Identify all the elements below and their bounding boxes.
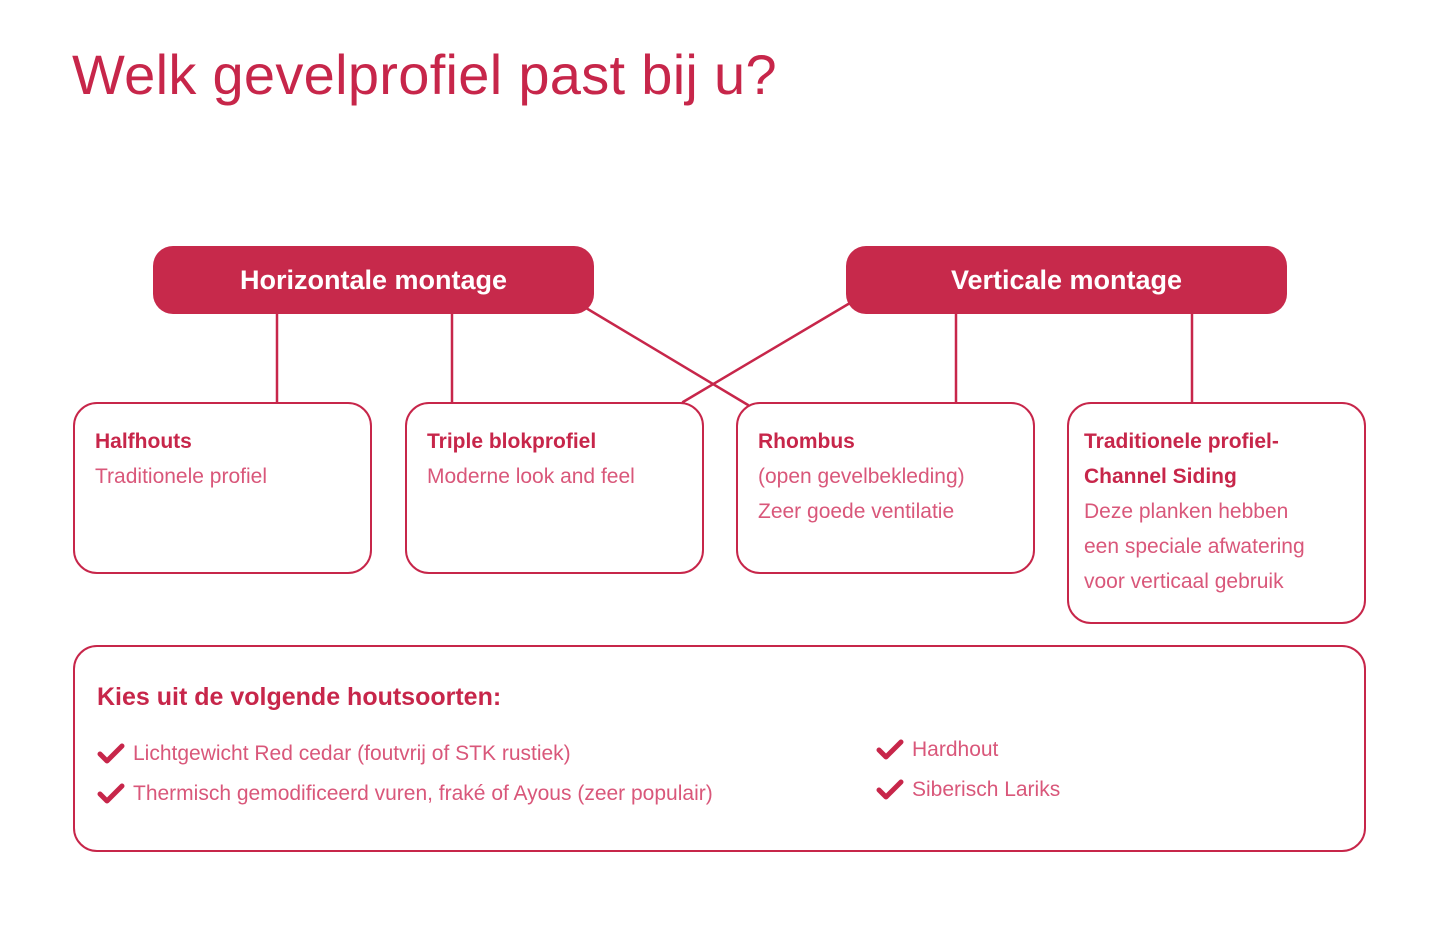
wood-item-thermisch-vuren: Thermisch gemodificeerd vuren, fraké of … — [97, 782, 713, 806]
checkmark-icon — [876, 779, 904, 801]
wood-item-red-cedar: Lichtgewicht Red cedar (foutvrij of STK … — [97, 742, 571, 766]
profile-title: Halfhouts — [95, 430, 192, 453]
profile-title: Rhombus — [758, 430, 855, 453]
profile-description: voor verticaal gebruik — [1084, 570, 1284, 593]
profile-card-channel-siding: Traditionele profiel- Channel Siding Dez… — [1067, 402, 1366, 624]
wood-item-siberisch-lariks: Siberisch Lariks — [876, 778, 1060, 802]
wood-item-label: Lichtgewicht Red cedar (foutvrij of STK … — [133, 742, 571, 765]
checkmark-icon — [97, 743, 125, 765]
connector-horizontal-rhombus — [584, 306, 750, 407]
connector-vertical-triple — [681, 301, 852, 404]
vertical-montage-box: Verticale montage — [846, 246, 1287, 314]
wood-item-hardhout: Hardhout — [876, 738, 998, 762]
wood-types-title: Kies uit de volgende houtsoorten: — [97, 683, 502, 711]
profile-title: Channel Siding — [1084, 465, 1237, 488]
profile-description: (open gevelbekleding) — [758, 465, 965, 488]
wood-item-label: Hardhout — [912, 738, 999, 761]
horizontal-montage-label: Horizontale montage — [239, 264, 508, 295]
horizontal-montage-box: Horizontale montage — [153, 246, 594, 314]
vertical-montage-label: Verticale montage — [950, 264, 1183, 295]
profile-description: Traditionele profiel — [95, 465, 267, 488]
profile-description: Moderne look and feel — [427, 465, 635, 488]
profile-card-triple-blokprofiel: Triple blokprofiel Moderne look and feel — [405, 402, 704, 574]
wood-item-label: Thermisch gemodificeerd vuren, fraké of … — [133, 782, 713, 805]
wood-types-box: Kies uit de volgende houtsoorten: Lichtg… — [73, 645, 1366, 852]
checkmark-icon — [97, 783, 125, 805]
profile-description: Deze planken hebben — [1084, 500, 1289, 523]
checkmark-icon — [876, 739, 904, 761]
profile-card-halfhouts: Halfhouts Traditionele profiel — [73, 402, 372, 574]
profile-description: Zeer goede ventilatie — [758, 500, 955, 523]
page-title: Welk gevelprofiel past bij u? — [72, 43, 777, 106]
profile-card-rhombus: Rhombus (open gevelbekleding) Zeer goede… — [736, 402, 1035, 574]
profile-title: Triple blokprofiel — [427, 430, 597, 453]
wood-item-label: Siberisch Lariks — [912, 778, 1061, 801]
profile-description: een speciale afwatering — [1084, 535, 1305, 558]
profile-title: Traditionele profiel- — [1084, 430, 1279, 453]
